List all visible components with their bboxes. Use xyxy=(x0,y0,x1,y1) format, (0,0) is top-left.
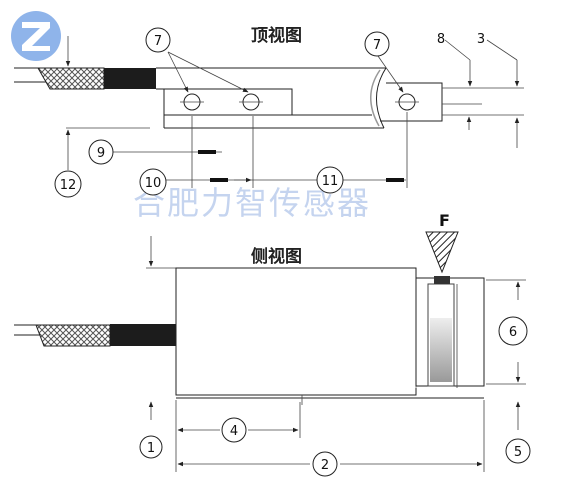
svg-text:12: 12 xyxy=(60,178,77,193)
callout-7a: 7 xyxy=(145,27,171,53)
svg-text:5: 5 xyxy=(514,445,522,460)
svg-text:4: 4 xyxy=(230,424,238,439)
top-view-body xyxy=(156,67,443,129)
svg-text:9: 9 xyxy=(97,146,105,161)
svg-text:2: 2 xyxy=(321,458,329,473)
callout-2: 2 xyxy=(312,451,338,477)
callout-5: 5 xyxy=(505,438,531,464)
callout-12: 12 xyxy=(54,170,82,198)
force-label: F xyxy=(439,211,450,230)
svg-text:11: 11 xyxy=(322,174,339,189)
callout-8: 8 xyxy=(437,32,445,47)
svg-text:7: 7 xyxy=(373,38,381,53)
side-view-body xyxy=(175,267,485,405)
callout-9: 9 xyxy=(88,139,114,165)
callout-11: 11 xyxy=(316,166,344,194)
svg-text:3: 3 xyxy=(477,32,485,47)
svg-text:6: 6 xyxy=(509,325,517,340)
side-view-cable xyxy=(14,324,176,347)
callout-10: 10 xyxy=(139,168,167,196)
side-view-title: 侧视图 xyxy=(251,246,302,267)
callout-7b: 7 xyxy=(364,31,390,57)
callout-6: 6 xyxy=(498,316,528,346)
top-view-cable xyxy=(14,67,156,90)
callout-3: 3 xyxy=(477,32,485,47)
force-arrow-icon xyxy=(425,231,459,274)
svg-text:1: 1 xyxy=(147,441,155,456)
top-view-holes xyxy=(180,93,419,111)
svg-text:10: 10 xyxy=(145,176,162,191)
svg-text:8: 8 xyxy=(437,32,445,47)
svg-text:7: 7 xyxy=(154,34,162,49)
top-view-title: 顶视图 xyxy=(251,25,302,46)
callout-4: 4 xyxy=(221,417,247,443)
z-logo-icon xyxy=(11,11,61,61)
callout-1: 1 xyxy=(139,435,163,459)
